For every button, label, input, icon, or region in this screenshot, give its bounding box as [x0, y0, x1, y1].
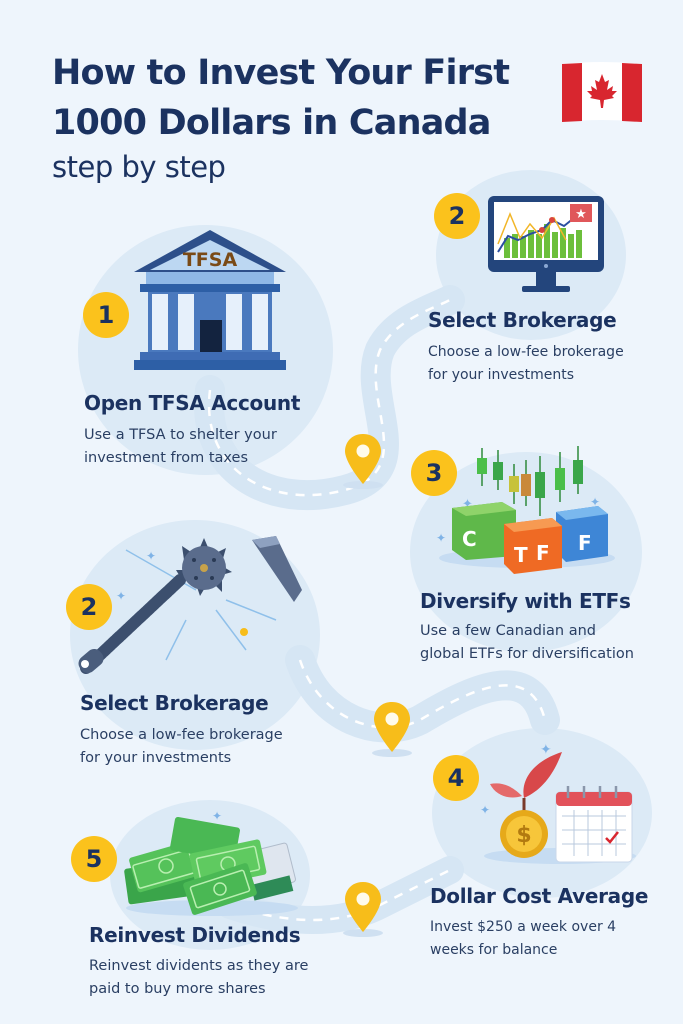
step-title-5: Reinvest Dividends [89, 923, 301, 947]
svg-text:T: T [514, 543, 528, 567]
step-desc-1: Use a TFSA to shelter your investment fr… [84, 427, 277, 466]
title-line-1: How to Invest Your First [52, 53, 510, 93]
step-badge-2: 2 [434, 193, 480, 239]
step-badge-2b: 2 [66, 584, 112, 630]
step-badge-3: 3 [411, 450, 457, 496]
step-desc-2: Choose a low-fee brokerage for your inve… [428, 344, 624, 383]
svg-text:F: F [578, 531, 592, 555]
svg-text:✦: ✦ [480, 803, 490, 817]
svg-text:C: C [462, 527, 477, 551]
svg-text:$: $ [516, 823, 531, 848]
svg-text:✦: ✦ [590, 495, 600, 509]
svg-text:✦: ✦ [540, 742, 552, 758]
location-pin-icon [343, 434, 383, 489]
svg-text:✦: ✦ [116, 589, 126, 603]
svg-text:✦: ✦ [462, 497, 473, 512]
step-badge-1: 1 [83, 292, 129, 338]
computer-monitor-chart-icon: ★ [488, 196, 604, 292]
step-title-4: Dollar Cost Average [430, 884, 649, 908]
canada-flag-icon [562, 62, 642, 122]
step-desc-4: Invest $250 a week over 4 weeks for bala… [430, 919, 617, 958]
step-desc-3: Use a few Canadian and global ETFs for d… [420, 623, 634, 662]
svg-text:✦: ✦ [212, 809, 222, 823]
mace-icon: ✦ ✦ [78, 536, 302, 674]
page-title: How to Invest Your First 1000 Dollars in… [52, 48, 510, 148]
svg-text:✦: ✦ [146, 549, 156, 563]
step-badge-4: 4 [433, 755, 479, 801]
step-title-3: Diversify with ETFs [420, 589, 631, 613]
money-stack-icon: ✦ [124, 809, 298, 916]
coin-plant-calendar-icon: ✦ ✦ $ [480, 742, 636, 864]
etf-blocks-icon: ✦ ✦ ✦ C F T F [436, 446, 615, 574]
step-title-1: Open TFSA Account [84, 391, 301, 415]
location-pin-icon [343, 882, 383, 937]
page-subtitle: step by step [52, 150, 226, 184]
bank-building-icon: TFSA [134, 230, 286, 370]
step-title-2: Select Brokerage [428, 308, 617, 332]
step-desc-5: Reinvest dividents as they are paid to b… [89, 958, 309, 997]
step-badge-5: 5 [71, 836, 117, 882]
tfsa-label: TFSA [183, 249, 238, 271]
title-line-2: 1000 Dollars in Canada [52, 103, 491, 143]
svg-text:★: ★ [575, 207, 587, 222]
step-desc-2b: Choose a low-fee brokerage for your inve… [80, 727, 283, 766]
location-pin-icon [372, 702, 412, 757]
svg-text:✦: ✦ [436, 531, 446, 545]
svg-text:F: F [536, 541, 550, 565]
step-title-2b: Select Brokerage [80, 691, 269, 715]
